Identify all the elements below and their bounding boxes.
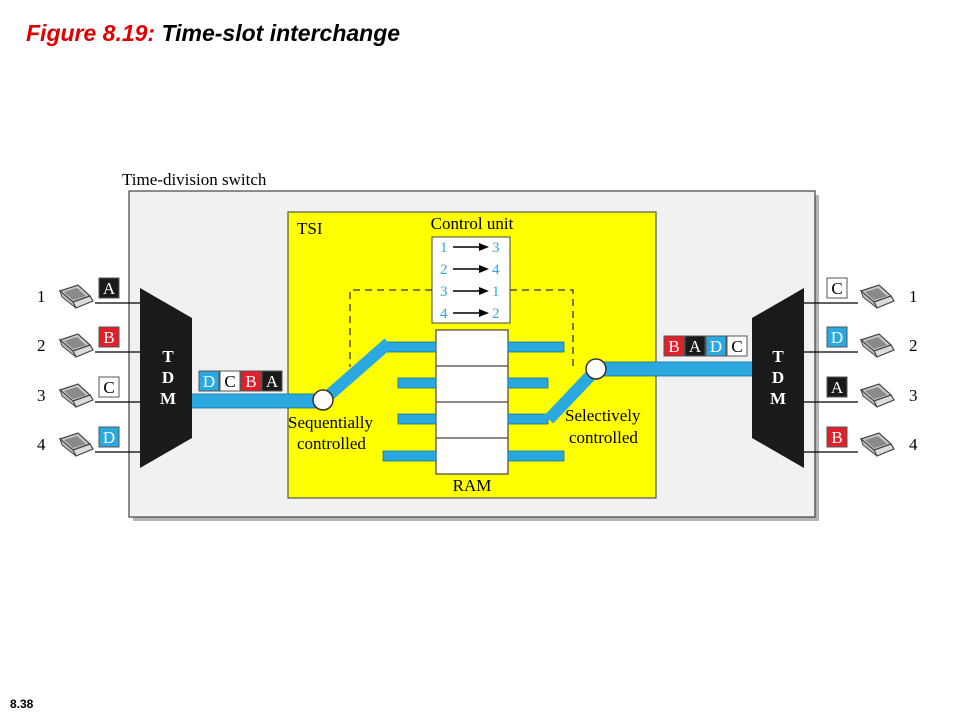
right-output-4: B 4 [804,426,918,457]
ram-bus-stubs [382,341,565,462]
left-input-slot-3: C [103,378,114,397]
right-frame-slot-1: B [668,337,679,356]
control-unit-mapping-3: 3 1 [440,284,500,300]
right-output-slot-4: B [831,428,842,447]
right-output-num-1: 1 [909,287,918,306]
right-output-slot-1: C [831,279,842,298]
left-frame-slot-1: D [203,372,215,391]
ram [435,329,509,475]
right-frame: B A D C [663,335,748,357]
right-frame-slot-2: A [689,337,702,356]
laptop-icon [860,333,895,358]
left-input-slot-1: A [103,279,116,298]
left-input-slot-2: B [103,328,114,347]
left-input-3: 3 C [37,376,140,408]
right-bus [600,361,755,377]
right-output-num-4: 4 [909,435,918,454]
right-output-2: D 2 [804,326,918,358]
laptop-icon [59,284,94,309]
figure-caption: Time-slot interchange [161,20,401,46]
right-output-3: A 3 [804,376,918,408]
sequential-switch-pivot [312,389,334,411]
map-to-2: 4 [492,262,500,278]
left-input-num-2: 2 [37,336,46,355]
control-line-left [349,289,432,367]
control-unit-mapping-2: 2 4 [440,262,500,278]
left-frame-slot-4: A [266,372,279,391]
sequential-switch-arm [318,338,393,406]
sequential-label-line1: Sequentially [288,413,373,432]
right-frame-slot-3: D [710,337,722,356]
left-input-1: 1 A [37,277,140,309]
control-unit-mapping-1: 1 3 [440,240,500,256]
left-bus [188,393,322,409]
right-tdm-letter-2: D [772,368,784,387]
figure-number: Figure 8.19: [26,20,156,46]
sequential-label-line2: controlled [297,434,366,453]
map-from-3: 3 [440,284,448,300]
left-frame: D C B A [198,370,283,392]
left-tdm-letter-3: M [160,389,176,408]
switch-label: Time-division switch [122,170,267,189]
right-output-slot-3: A [831,378,844,397]
right-output-slot-2: D [831,328,843,347]
map-to-1: 3 [492,240,500,256]
selective-switch-pivot [585,358,607,380]
page-title: Figure 8.19: Time-slot interchange [26,20,400,47]
right-frame-slot-4: C [731,337,742,356]
laptop-icon [59,333,94,358]
laptop-icon [860,284,895,309]
left-frame-slot-2: C [224,372,235,391]
right-tdm-letter-3: M [770,389,786,408]
map-from-1: 1 [440,240,448,256]
laptop-icon [860,383,895,408]
map-to-3: 1 [492,284,500,300]
control-unit-box [431,236,511,324]
left-input-2: 2 B [37,326,140,358]
right-output-num-3: 3 [909,386,918,405]
left-input-slot-4: D [103,428,115,447]
laptop-icon [59,383,94,408]
left-input-num-3: 3 [37,386,46,405]
tsi-label: TSI [297,219,323,238]
slide-number: 8.38 [10,697,34,711]
left-input-num-1: 1 [37,287,46,306]
selective-label-line2: controlled [569,428,638,447]
selective-switch-arm [544,366,600,424]
left-input-num-4: 4 [37,435,46,454]
right-output-1: C 1 [804,277,918,309]
right-output-num-2: 2 [909,336,918,355]
right-tdm-letter-1: T [772,347,784,366]
map-from-2: 2 [440,262,448,278]
left-input-4: 4 D [37,426,140,457]
left-frame-slot-3: B [245,372,256,391]
laptop-icon [59,432,94,457]
laptop-icon [860,432,895,457]
left-tdm-letter-2: D [162,368,174,387]
control-line-right [510,289,574,367]
ram-label: RAM [453,476,492,495]
left-tdm [140,288,192,468]
left-tdm-letter-1: T [162,347,174,366]
map-from-4: 4 [440,306,448,322]
map-to-4: 2 [492,306,500,322]
selective-label-line1: Selectively [565,406,641,425]
control-unit-label: Control unit [431,214,514,233]
control-unit-mapping-4: 4 2 [440,306,500,322]
right-tdm [752,288,804,468]
